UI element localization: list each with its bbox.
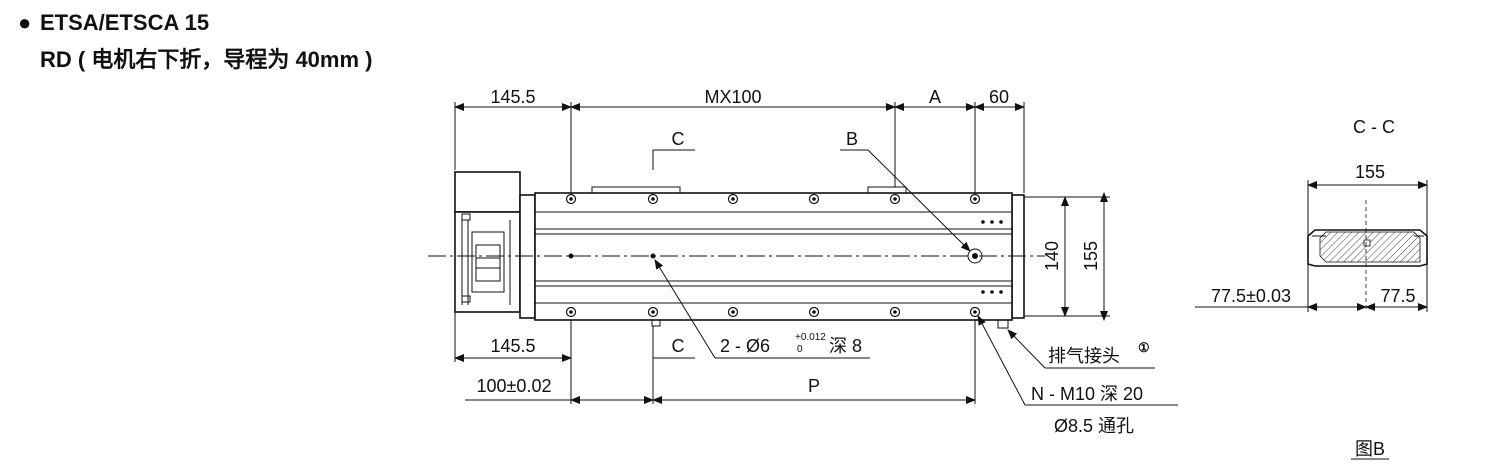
mounting-hole-center [651, 310, 655, 314]
pin-hole-tol-upper: +0.012 [795, 332, 826, 343]
pin-hole [568, 253, 574, 259]
pin-hole-depth: 深 8 [829, 336, 862, 356]
b-leader: B [840, 129, 971, 252]
top-dimensions: 145.5 MX100 A 60 [454, 87, 1025, 193]
pin-hole-label: 2 - Ø6 [720, 336, 770, 356]
b-label: B [846, 129, 858, 149]
pin-hole-callout: 2 - Ø6 +0.012 0 深 8 [654, 259, 870, 359]
through-hole-label: Ø8.5 通孔 [1054, 416, 1134, 436]
cover-plate [867, 186, 907, 194]
tapped-hole-callout: N - M10 深 20 Ø8.5 通孔 [977, 315, 1178, 436]
mounting-hole-center [651, 197, 655, 201]
section-view: C - C 155 77.5±0.03 77.5 [1195, 117, 1428, 312]
mounting-hole-center [812, 310, 816, 314]
exhaust-label: 排气接头 [1048, 346, 1120, 366]
dim-top-left: 145.5 [490, 87, 535, 107]
section-c-bottom: C [672, 336, 685, 356]
mounting-hole-center [973, 197, 977, 201]
mounting-hole-center [731, 310, 735, 314]
mounting-hole-center [731, 197, 735, 201]
section-marker-top: C [652, 129, 695, 170]
section-c-top: C [672, 129, 685, 149]
slider-plate [591, 186, 681, 194]
b-hole [967, 248, 983, 264]
offset-right: 77.5 [1380, 286, 1415, 306]
dim-140: 140 [1042, 241, 1062, 271]
section-marker-bottom: C [653, 336, 695, 359]
mounting-hole-center [569, 310, 573, 314]
dim-60: 60 [989, 87, 1009, 107]
dim-a: A [929, 87, 941, 107]
side-dimensions: 140 155 [1024, 192, 1110, 321]
model-title: ETSA/ETSCA 15 [40, 10, 209, 35]
exhaust-callout: 排气接头 ① [1007, 329, 1155, 369]
figure-label: 图B [1351, 439, 1389, 460]
motor-housing [454, 211, 521, 313]
section-title: C - C [1353, 117, 1395, 137]
pin-hole [650, 253, 656, 259]
section-width: 155 [1355, 162, 1385, 182]
dim-bottom-left: 145.5 [490, 336, 535, 356]
mounting-hole-center [893, 197, 897, 201]
offset-left: 77.5±0.03 [1211, 286, 1291, 306]
mounting-hole-center [569, 197, 573, 201]
dim-pin-spacing: 100±0.02 [477, 376, 552, 396]
exhaust-fitting [997, 319, 1009, 329]
mounting-hole-center [893, 310, 897, 314]
pin-hole-tol-lower: 0 [797, 344, 803, 355]
dim-155: 155 [1081, 241, 1101, 271]
figure-b-label: 图B [1355, 439, 1385, 459]
subtitle: RD ( 电机右下折，导程为 40mm ) [40, 47, 372, 72]
dim-p: P [808, 376, 820, 396]
mounting-hole-center [973, 310, 977, 314]
mounting-holes [565, 193, 981, 318]
exhaust-note: ① [1138, 340, 1150, 355]
tapped-hole-label: N - M10 深 20 [1031, 384, 1143, 404]
title-bullet: ● [18, 10, 31, 35]
dim-mx100: MX100 [704, 87, 761, 107]
title-block: ● ETSA/ETSCA 15 RD ( 电机右下折，导程为 40mm ) [18, 10, 372, 72]
coupling [471, 231, 505, 293]
mounting-hole-center [812, 197, 816, 201]
motor-top [454, 171, 521, 213]
bottom-dimensions: 145.5 100±0.02 P [454, 312, 976, 404]
